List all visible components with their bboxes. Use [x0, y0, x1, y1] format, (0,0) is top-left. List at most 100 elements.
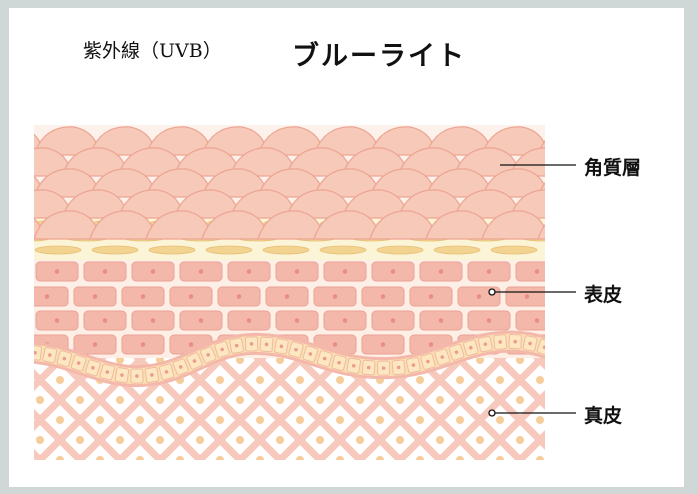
dermis-dot — [56, 456, 64, 460]
dermis-dot — [296, 416, 304, 424]
basal-cell — [172, 358, 189, 376]
granular-cell — [319, 245, 367, 255]
epidermis-cell — [554, 335, 596, 354]
dermis-dot — [396, 436, 404, 444]
basal-cell — [377, 360, 391, 376]
dermis-dot — [516, 396, 524, 404]
dermis-dot — [416, 456, 424, 460]
dermis-dot — [516, 436, 524, 444]
basal-cell — [508, 334, 522, 350]
dermis-dot — [56, 416, 64, 424]
basal-cell — [448, 343, 465, 361]
dermis-dot — [96, 456, 104, 460]
basal-cell — [229, 337, 244, 354]
dermis-dot — [436, 396, 444, 404]
basal-cell — [552, 344, 567, 360]
dermis-dot — [116, 436, 124, 444]
basal-cell — [463, 339, 479, 357]
basal-cell — [56, 350, 73, 368]
dermis-dot — [356, 436, 364, 444]
dermis-dot — [316, 396, 324, 404]
basal-cell — [200, 346, 217, 364]
corneum-scale — [481, 126, 545, 156]
basal-cell — [477, 335, 493, 353]
basal-cell — [331, 354, 347, 372]
granular-cell — [548, 246, 594, 254]
dermis-dot — [536, 456, 544, 460]
dermis-dot — [216, 376, 224, 384]
granular-cell — [148, 245, 196, 255]
dermis-dot — [336, 376, 344, 384]
dermis-dot — [316, 436, 324, 444]
dermis-dot — [96, 416, 104, 424]
dermis-dot — [376, 456, 384, 460]
basal-cell — [288, 341, 304, 359]
dermis-dot — [496, 456, 504, 460]
dermis-dot — [496, 376, 504, 384]
dermis-dot — [236, 396, 244, 404]
uvb-title: 紫外線（UVB） — [83, 40, 222, 62]
basal-cell — [274, 338, 289, 355]
dermis-dot — [76, 396, 84, 404]
dermis-dot — [456, 456, 464, 460]
dermis-dot — [296, 456, 304, 460]
dermis-dot — [56, 376, 64, 384]
dermis-dot — [196, 396, 204, 404]
dermis-dot — [496, 416, 504, 424]
basal-cell — [493, 334, 508, 350]
dermis-dot — [556, 396, 564, 404]
dermis-dot — [336, 456, 344, 460]
basal-cell — [361, 359, 376, 376]
dermis-dot — [296, 376, 304, 384]
stratum-corneum-scales — [34, 126, 632, 240]
basal-layer — [34, 330, 567, 388]
basal-cell — [244, 336, 259, 352]
label-stratum-corneum: 角質層 — [584, 157, 642, 179]
dermis-dot — [136, 416, 144, 424]
dermis-dot — [436, 436, 444, 444]
granular-cell — [205, 245, 253, 255]
basal-cell — [259, 336, 274, 353]
dermis-dot — [156, 396, 164, 404]
dermis-dot — [536, 376, 544, 384]
basal-cell — [34, 344, 42, 361]
epidermis-cell — [34, 286, 69, 307]
basal-cell — [406, 356, 421, 374]
dermis-dot — [476, 396, 484, 404]
basal-cell — [420, 353, 436, 370]
dermis-dot — [116, 396, 124, 404]
dermis-dot — [476, 436, 484, 444]
dermis-dot — [176, 416, 184, 424]
dermis-dot — [336, 416, 344, 424]
granular-cell — [34, 245, 82, 255]
dermis-dot — [216, 456, 224, 460]
corneum-scale — [481, 168, 545, 198]
basal-cell — [158, 363, 175, 381]
granular-cell — [376, 245, 424, 255]
dermis-dot — [36, 396, 44, 404]
basal-cell — [70, 354, 87, 372]
corneum-scale — [537, 224, 545, 240]
corneum-scale — [537, 140, 545, 156]
dermis-dot — [36, 436, 44, 444]
dermis-dot — [196, 436, 204, 444]
dermis-dot — [236, 436, 244, 444]
dermis-dot — [276, 436, 284, 444]
dermis-dot — [416, 376, 424, 384]
dermis-dot — [136, 456, 144, 460]
basal-cell — [302, 345, 319, 363]
dermis-dot — [556, 436, 564, 444]
dermis-dot — [356, 396, 364, 404]
dermis-dot — [176, 456, 184, 460]
dermis-dot — [456, 416, 464, 424]
epidermis-cell — [515, 261, 545, 282]
basal-cell — [114, 367, 130, 384]
corneum-scale — [566, 190, 632, 218]
dermis-dot — [376, 416, 384, 424]
basal-cell — [85, 359, 101, 377]
corneum-scale — [481, 210, 545, 240]
basal-cell — [536, 338, 545, 356]
granular-cell — [262, 245, 310, 255]
basal-cell — [130, 368, 144, 384]
